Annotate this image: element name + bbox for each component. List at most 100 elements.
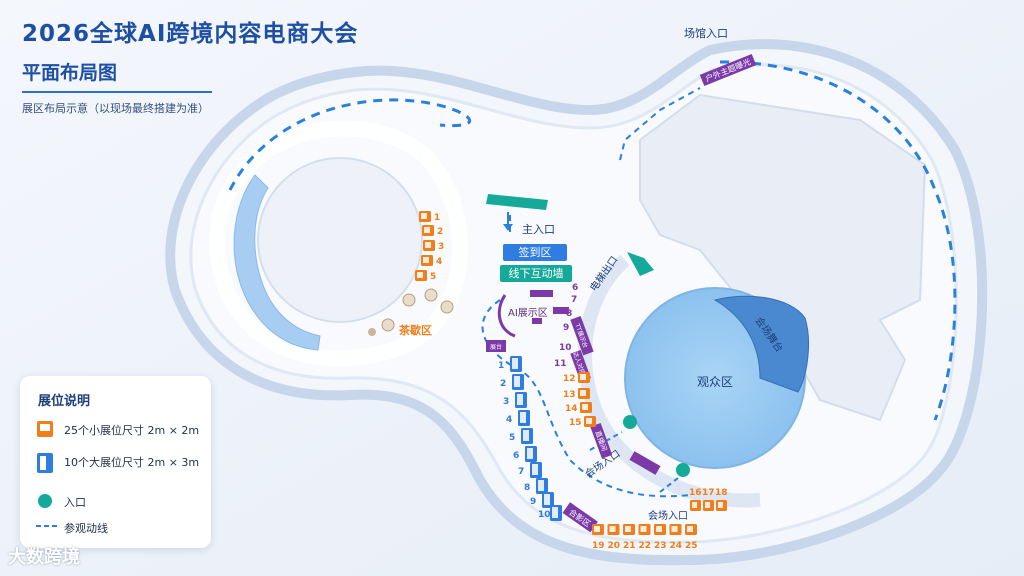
hall-entrance-2-label: 会场入口 [648, 509, 688, 522]
small-booth-15 [584, 416, 596, 427]
large-booth-6-number: 6 [513, 451, 519, 461]
legend-large-label: 10个大展位尺寸 2m × 3m [64, 456, 200, 469]
mid-number-6: 6 [572, 283, 578, 293]
hall-entrance-1-dot [623, 415, 637, 429]
checkin-label: 签到区 [519, 245, 552, 259]
page-subtitle: 平面布局图 [22, 62, 118, 84]
large-booth-9 [542, 492, 554, 508]
offline-wall-label: 线下互动墙 [509, 266, 564, 280]
main-entrance-label: 主入口 [522, 223, 555, 236]
main-entrance-gate [486, 194, 548, 210]
small-booth-18 [716, 500, 727, 511]
svg-text:展台: 展台 [490, 343, 502, 351]
small-booth-22-number: 22 [639, 541, 652, 551]
entrance-dot-icon [38, 494, 52, 508]
left-round-hall [257, 157, 423, 323]
ai-zone-stands [530, 290, 569, 324]
small-booth-25-number: 25 [685, 541, 698, 551]
inner-corridor [578, 254, 761, 508]
large-booth-5-number: 5 [509, 433, 515, 443]
small-booth-18-number: 18 [715, 488, 728, 498]
right-building-block [639, 93, 927, 422]
large-booth-5 [521, 428, 533, 444]
small-booth-3 [423, 240, 435, 251]
tea-zone-tables [368, 288, 454, 336]
small-booth-4 [421, 255, 433, 266]
large-booth-3 [515, 392, 527, 408]
route-to-entrance-2 [659, 477, 679, 493]
small-booth-21 [623, 524, 635, 535]
title-divider [22, 91, 212, 93]
stage-area [713, 295, 810, 393]
small-booth-16 [690, 500, 701, 511]
large-booth-icon [37, 453, 53, 473]
purple-tag-1: 展台 [486, 340, 506, 352]
small-booth-20 [607, 524, 620, 535]
small-booth-13 [578, 388, 590, 399]
left-blue-arc [233, 174, 321, 351]
small-booth-24-number: 24 [670, 541, 683, 551]
legend-entrance-label: 入口 [64, 496, 86, 509]
small-booth-23 [654, 524, 666, 535]
large-booth-8-number: 8 [524, 483, 530, 493]
small-booth-14 [580, 402, 592, 413]
large-booth-6 [525, 446, 537, 462]
small-booth-16-number: 16 [689, 488, 702, 498]
hall-entrance-2-dot [676, 463, 690, 477]
small-booth-17-number: 17 [702, 488, 715, 498]
small-booth-13-number: 13 [563, 390, 576, 400]
small-booth-4-number: 4 [436, 257, 442, 267]
photo-zone-stand-a [629, 451, 661, 475]
audience-label: 观众区 [697, 375, 733, 389]
large-booth-9-number: 9 [530, 497, 536, 507]
small-booth-21-number: 21 [623, 541, 636, 551]
large-booth-8 [536, 478, 548, 494]
large-booth-2-number: 2 [500, 379, 506, 389]
legend-panel: 展位说明 25个小展位尺寸 2m × 2m 10个大展位尺寸 2m × 3m 入… [20, 376, 211, 548]
legend-title: 展位说明 [38, 394, 91, 409]
ai-zone-arc [497, 294, 516, 338]
small-booth-23-number: 23 [654, 541, 667, 551]
small-booth-17 [703, 500, 714, 511]
legend-small-label: 25个小展位尺寸 2m × 2m [64, 424, 200, 437]
small-booth-14-number: 14 [565, 404, 578, 414]
route-outer-right [719, 60, 957, 421]
route-to-outdoor [619, 87, 701, 161]
mid-number-8: 8 [566, 309, 572, 319]
large-booth-1-number: 1 [498, 361, 504, 371]
small-booth-15-number: 15 [569, 418, 582, 428]
mid-number-9: 9 [563, 323, 569, 333]
large-booth-4-number: 4 [506, 415, 512, 425]
large-booth-1 [510, 356, 522, 372]
offline-wall-box [500, 265, 572, 282]
small-booth-19 [592, 524, 604, 535]
small-booth-1 [419, 211, 431, 222]
small-booth-icon [37, 421, 53, 437]
brand-watermark: 大数跨境 [8, 547, 80, 568]
mid-number-7: 7 [571, 295, 577, 305]
layout-note: 展区布局示意（以现场最终搭建为准） [22, 102, 209, 115]
small-booth-19-number: 19 [592, 541, 605, 551]
venue-entrance-label: 场馆入口 [684, 26, 728, 40]
mid-number-10: 10 [559, 343, 572, 353]
main-entrance-arrowhead [503, 224, 513, 231]
large-booth-10-number: 10 [538, 510, 551, 520]
large-booth-7-number: 7 [518, 467, 524, 477]
small-booth-25 [685, 524, 697, 535]
route-main [481, 215, 691, 498]
small-booth-2 [422, 225, 434, 236]
large-booth-10 [550, 505, 562, 521]
small-booth-2-number: 2 [437, 227, 443, 237]
ai-zone-label: AI展示区 [508, 307, 548, 319]
small-booth-3-number: 3 [438, 242, 444, 252]
small-booth-12 [578, 372, 590, 383]
tea-zone-label: 茶歇区 [398, 323, 432, 337]
large-booth-3-number: 3 [503, 397, 509, 407]
checkin-box [503, 244, 567, 261]
large-booth-7 [530, 462, 542, 478]
mid-number-11: 11 [554, 359, 567, 369]
small-booth-20-number: 20 [608, 541, 621, 551]
small-booth-12-number: 12 [563, 374, 576, 384]
